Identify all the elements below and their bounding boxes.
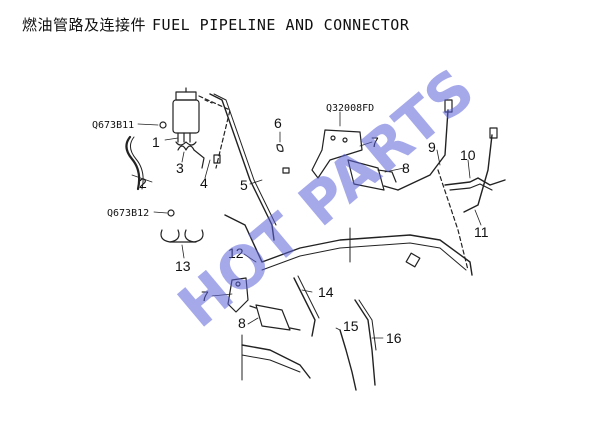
callout-11: 11	[474, 224, 489, 240]
callout-6: 6	[274, 115, 282, 131]
main-pipe-12	[224, 214, 473, 276]
pipe-11	[463, 134, 493, 213]
callout-4: 4	[200, 175, 208, 191]
pipe-10	[444, 177, 506, 186]
part-code-q673b12: Q673B12	[107, 208, 149, 219]
callout-9: 9	[428, 139, 436, 155]
part-code-q673b11: Q673B11	[92, 120, 134, 131]
callout-1: 1	[152, 134, 160, 150]
title-en: FUEL PIPELINE AND CONNECTOR	[152, 16, 410, 34]
callout-7-upper: 7	[371, 134, 379, 150]
bracket-7-lower	[227, 277, 249, 313]
callout-8-lower: 8	[238, 315, 246, 331]
callout-12: 12	[228, 245, 244, 261]
part-code-q32008fd: Q32008FD	[326, 103, 374, 114]
vapor-line-5	[209, 93, 275, 241]
page-title: 燃油管路及连接件 FUEL PIPELINE AND CONNECTOR	[22, 14, 409, 35]
fuel-line-9	[397, 109, 449, 191]
line-14	[293, 277, 316, 337]
callout-14: 14	[318, 284, 334, 300]
clip-6	[276, 144, 284, 152]
callout-8-upper: 8	[402, 160, 410, 176]
clip-q673b12	[167, 209, 175, 217]
dashed-guide-1	[198, 95, 231, 169]
canister	[172, 87, 200, 146]
callout-13: 13	[175, 258, 191, 274]
callout-16: 16	[386, 330, 402, 346]
hose-2	[125, 135, 141, 191]
connector-4	[193, 149, 205, 169]
line-16	[354, 299, 376, 386]
fuel-filter-8-upper	[347, 159, 399, 191]
callout-15: 15	[343, 318, 359, 334]
clip-q673b11	[159, 121, 167, 129]
line-15	[339, 329, 357, 391]
clip-13	[160, 229, 204, 243]
bracket-3	[177, 145, 195, 151]
callout-10: 10	[460, 147, 476, 163]
callout-2: 2	[139, 175, 147, 191]
callout-7-lower: 7	[201, 288, 209, 304]
fuel-filter-8-lower	[249, 304, 301, 331]
bracket-7-upper	[311, 129, 363, 179]
title-cn: 燃油管路及连接件	[22, 16, 147, 34]
callout-5: 5	[240, 177, 248, 193]
bottom-pipe	[241, 344, 311, 379]
callout-3: 3	[176, 160, 184, 176]
